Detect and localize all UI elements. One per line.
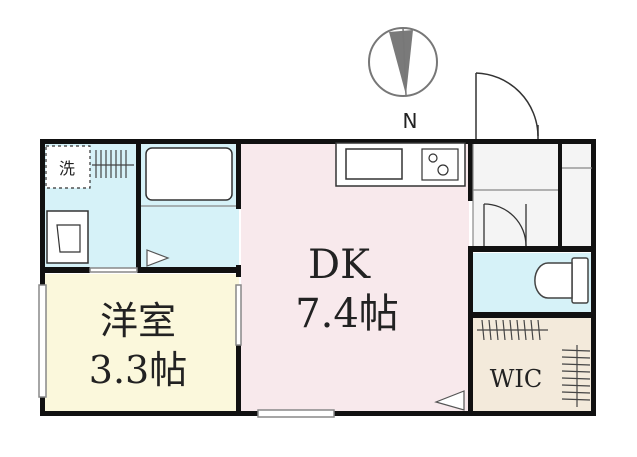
wic-name: WIC <box>490 365 543 393</box>
western-room-fill <box>44 274 239 411</box>
dk-door-mark <box>434 390 465 411</box>
dk-name: DK <box>308 242 371 288</box>
interior-walls <box>40 139 596 416</box>
entry-partitions <box>472 144 592 246</box>
closet-hatching-laundry <box>92 150 134 178</box>
stove-icon <box>421 148 459 181</box>
compass-label: N <box>403 109 418 133</box>
bath-door-mark <box>146 249 170 267</box>
sink-icon <box>345 148 403 180</box>
laundry-label: 洗 <box>59 159 75 178</box>
western-size: 3.3帖 <box>89 348 187 392</box>
toilet-icon <box>534 257 589 304</box>
entry-door <box>475 72 539 139</box>
compass: N <box>368 27 438 133</box>
kitchen-counter <box>335 142 466 187</box>
dk-size: 7.4帖 <box>295 291 399 337</box>
windows <box>38 267 335 418</box>
washer-space <box>45 145 91 189</box>
western-name: 洋室 <box>100 299 176 343</box>
compass-axis <box>402 27 407 96</box>
bathtub-icon <box>145 147 233 201</box>
closet-hatching-wic <box>477 319 591 407</box>
entry-fill <box>473 143 592 249</box>
compass-needle <box>389 30 413 95</box>
toilet-door <box>483 203 527 247</box>
dk-room-fill <box>241 143 469 411</box>
